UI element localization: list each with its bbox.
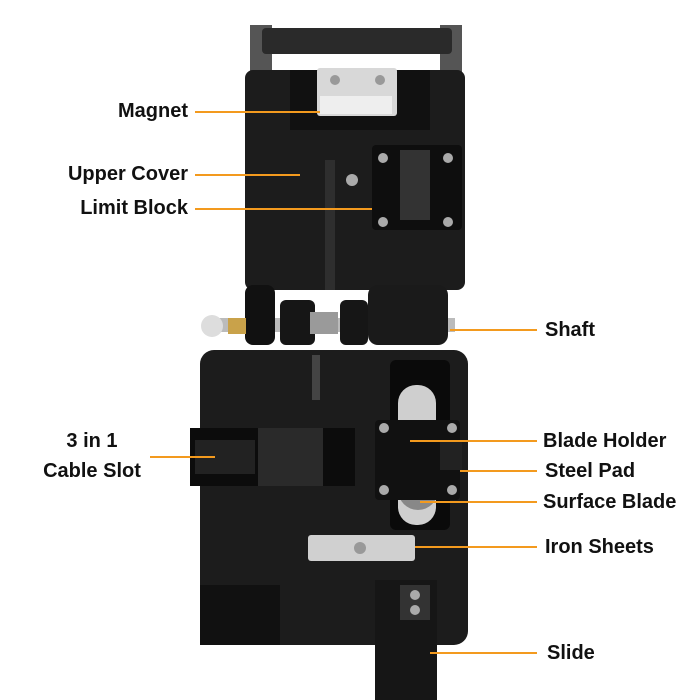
blade-assembly	[375, 360, 462, 530]
label-cable-slot-line1: 3 in 1	[66, 430, 118, 452]
label-upper-cover: Upper Cover	[67, 163, 188, 185]
slide-shape	[375, 580, 437, 700]
label-slide: Slide	[547, 642, 595, 664]
label-blade-holder: Blade Holder	[543, 430, 667, 452]
label-surface-blade: Surface Blade	[543, 491, 677, 513]
limit-block-shape	[346, 145, 462, 230]
magnet-shape	[317, 68, 397, 116]
shaft-shape	[201, 285, 455, 345]
label-cable-slot-line2: Cable Slot	[43, 460, 141, 482]
label-shaft: Shaft	[545, 319, 595, 341]
iron-sheet-shape	[308, 535, 415, 561]
leader-lines	[150, 111, 537, 654]
label-magnet: Magnet	[118, 100, 188, 122]
label-cable-slot: 3 in 1 Cable Slot	[36, 429, 148, 483]
label-limit-block: Limit Block	[80, 197, 188, 219]
cable-slot-shape	[190, 428, 355, 486]
label-iron-sheets: Iron Sheets	[545, 536, 654, 558]
label-steel-pad: Steel Pad	[545, 460, 636, 482]
